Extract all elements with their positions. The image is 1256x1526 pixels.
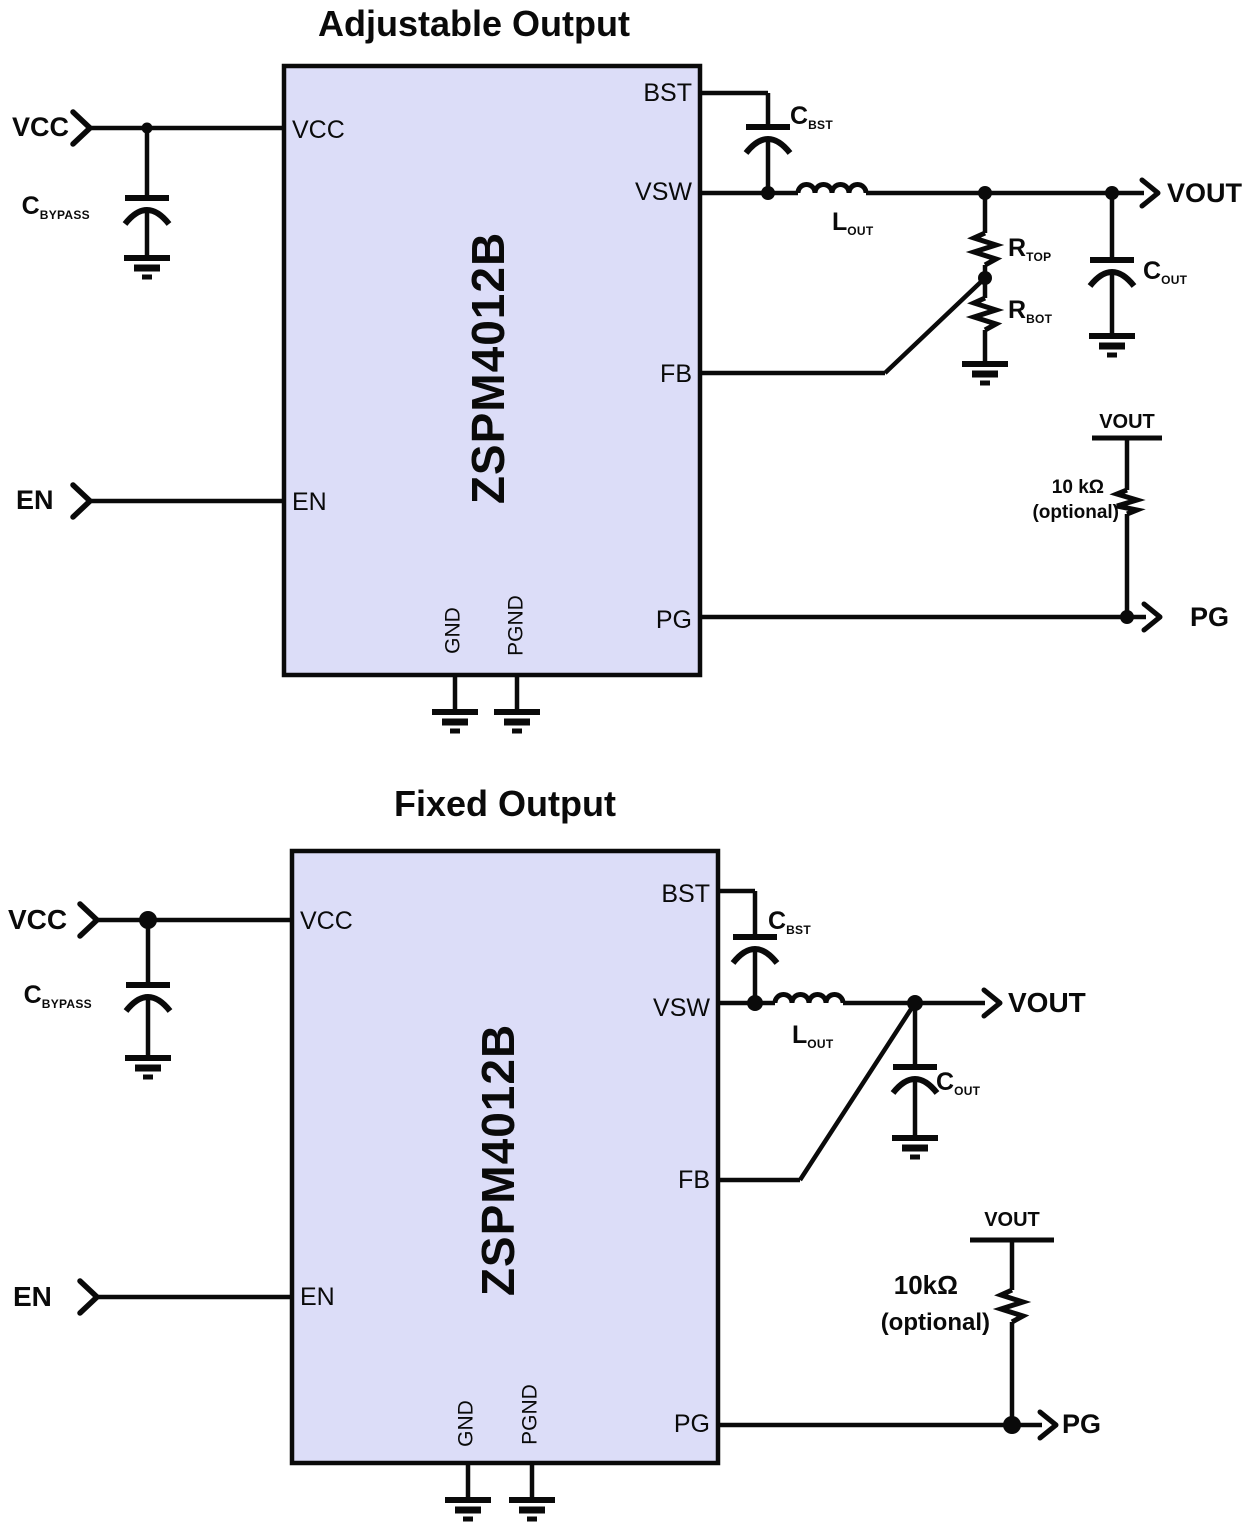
ic-name-label: ZSPM4012B: [472, 1023, 524, 1297]
pin-label-pg: PG: [655, 606, 692, 634]
vcc-input-label: VCC: [12, 112, 70, 142]
vout-arrow-icon: [1142, 180, 1158, 206]
pin-label-vcc: VCC: [292, 116, 345, 144]
en-input-chevron-icon: [73, 485, 90, 517]
pin-label-vcc: VCC: [300, 907, 353, 935]
pin-label-fb: FB: [678, 1166, 710, 1194]
ground-icon: [509, 1500, 555, 1519]
ground-icon: [125, 1058, 171, 1077]
pin-label-vsw: VSW: [653, 994, 710, 1022]
vcc-input-label: VCC: [8, 904, 68, 935]
pin-label-en: EN: [300, 1283, 335, 1311]
output-inductor-icon: [798, 185, 866, 194]
pg-arrow-icon: [1040, 1412, 1056, 1438]
pin-label-en: EN: [292, 488, 327, 516]
ground-icon: [1089, 336, 1135, 355]
ground-icon: [432, 712, 478, 731]
ground-icon: [445, 1500, 491, 1519]
node-dot: [1120, 610, 1134, 624]
pg-arrow-icon: [1144, 604, 1160, 630]
pin-label-vsw: VSW: [635, 178, 692, 206]
vcc-input-chevron-icon: [80, 904, 97, 936]
ground-icon: [962, 364, 1008, 383]
adjustable-title: Adjustable Output: [318, 3, 630, 44]
pg-output-label: PG: [1190, 602, 1230, 632]
vout-output-label: VOUT: [1167, 178, 1243, 208]
wires: [90, 90, 1146, 712]
fixed-circuit-graphics: [80, 848, 1056, 1519]
adjustable-circuit-graphics: [73, 63, 1162, 731]
pullup-resistor-icon: [1001, 1290, 1023, 1322]
pin-label-pgnd: PGND: [518, 1384, 542, 1445]
ground-icon: [124, 258, 170, 277]
pullup-optional-note: (optional): [880, 1309, 990, 1336]
pin-label-pg: PG: [673, 1410, 710, 1438]
output-inductor-icon: [775, 995, 843, 1004]
node-dot: [139, 911, 157, 929]
node-dot: [1003, 1416, 1021, 1434]
pin-label-gnd: GND: [454, 1400, 478, 1447]
pg-output-label: PG: [1062, 1409, 1102, 1439]
ground-icon: [892, 1138, 938, 1157]
vout-arrow-icon: [984, 990, 1000, 1016]
node-dot: [747, 995, 763, 1011]
en-input-label: EN: [16, 485, 54, 515]
pin-label-bst: BST: [643, 79, 692, 107]
ic-name-label: ZSPM4012B: [462, 231, 514, 505]
node-dot: [978, 186, 992, 200]
pin-label-bst: BST: [661, 880, 710, 908]
pullup-rail-label: VOUT: [1099, 411, 1155, 433]
fixed-title: Fixed Output: [394, 783, 616, 824]
node-dot: [1105, 186, 1119, 200]
node-dot: [907, 995, 923, 1011]
pullup-value-label: 10kΩ: [893, 1270, 958, 1300]
node-dot: [761, 186, 775, 200]
pullup-rail-label: VOUT: [984, 1209, 1040, 1231]
pin-label-pgnd: PGND: [504, 595, 528, 656]
en-input-chevron-icon: [80, 1281, 97, 1313]
vout-output-label: VOUT: [1008, 987, 1086, 1018]
ground-icon: [494, 712, 540, 731]
node-dot: [978, 271, 992, 285]
rtop-resistor-icon: [974, 233, 996, 265]
vcc-input-chevron-icon: [73, 112, 90, 144]
ic-body: [281, 63, 703, 678]
pullup-optional-note: (optional): [1032, 502, 1119, 523]
node-dot: [141, 122, 153, 134]
pullup-resistor-icon: [1117, 490, 1137, 514]
pin-label-gnd: GND: [441, 607, 465, 654]
en-input-label: EN: [13, 1281, 52, 1312]
pullup-value-label: 10 kΩ: [1051, 477, 1104, 498]
ic-body: [289, 848, 721, 1466]
pin-label-fb: FB: [660, 360, 692, 388]
rbot-resistor-icon: [974, 298, 996, 330]
